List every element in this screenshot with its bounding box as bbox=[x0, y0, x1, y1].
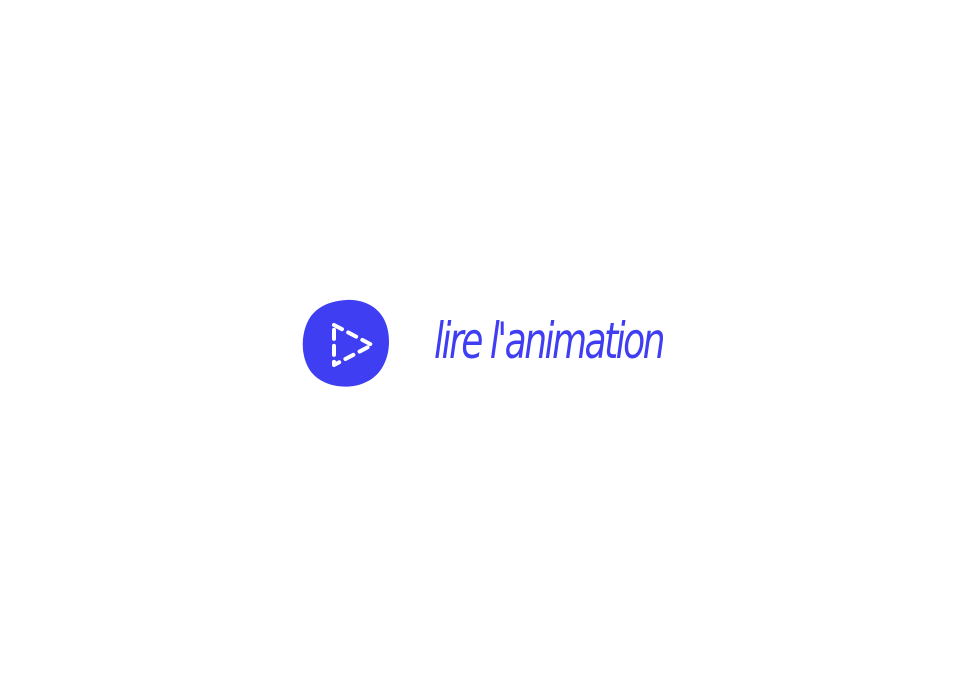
play-animation-label: lire l'animation bbox=[434, 312, 665, 370]
play-animation-button[interactable]: lire l'animation bbox=[300, 296, 752, 390]
play-icon[interactable] bbox=[300, 297, 392, 389]
